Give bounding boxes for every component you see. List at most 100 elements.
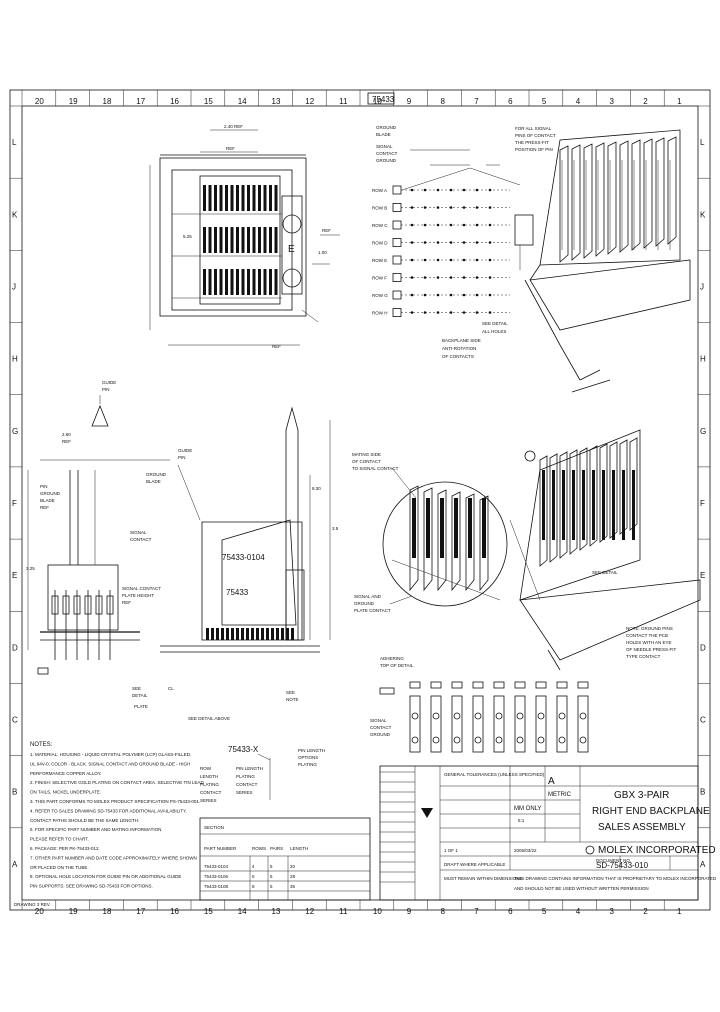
svg-text:PLATE HEIGHT: PLATE HEIGHT: [122, 593, 154, 598]
pn-table-cell: 20: [290, 864, 296, 869]
column-label: 2: [643, 907, 648, 916]
column-label: 15: [204, 907, 213, 916]
title-line-2: RIGHT END BACKPLANE: [592, 806, 710, 817]
svg-text:75433: 75433: [226, 588, 249, 597]
svg-text:5.25: 5.25: [183, 234, 192, 239]
note-line: 4. REFER TO SALES DRAWING SD-75433 FOR A…: [30, 808, 187, 813]
svg-text:1.00: 1.00: [318, 250, 327, 255]
confidential-2: AND SHOULD NOT BE USED WITHOUT WRITTEN P…: [514, 886, 649, 891]
svg-text:POSITION OF PIN: POSITION OF PIN: [515, 147, 553, 152]
row-label: J: [12, 282, 16, 291]
row-label: C: [700, 716, 706, 725]
column-label: 17: [136, 97, 145, 106]
detail-circle: MATING SIDE OF CONTACT TO SIGNAL CONTACT…: [352, 452, 508, 668]
svg-text:REF: REF: [272, 344, 281, 349]
column-label: 10: [373, 907, 382, 916]
pn-table-header: PART NUMBER: [204, 846, 237, 851]
column-label: 20: [35, 97, 44, 106]
pn-table-cell: 6: [252, 874, 255, 879]
column-label: 10: [373, 97, 382, 106]
svg-text:BLADE: BLADE: [146, 479, 161, 484]
svg-text:PIN: PIN: [178, 455, 186, 460]
svg-text:OF CONTACTS: OF CONTACTS: [442, 354, 474, 359]
svg-text:REF: REF: [322, 228, 331, 233]
svg-text:MATING SIDE: MATING SIDE: [352, 452, 381, 457]
svg-text:OF CONTACT: OF CONTACT: [352, 459, 381, 464]
column-label: 11: [339, 97, 348, 106]
svg-text:NOTE: NOTE: [286, 697, 299, 702]
svg-text:SEE: SEE: [286, 690, 295, 695]
svg-text:PLATE CONTACT: PLATE CONTACT: [354, 608, 391, 613]
pn-table-cell: 75433-0108: [204, 884, 229, 889]
svg-text:SIGNAL: SIGNAL: [130, 530, 147, 535]
note-line: 2. FINISH: SELECTIVE GOLD PLATING ON CON…: [30, 780, 204, 785]
svg-text:CL: CL: [168, 686, 174, 691]
column-label: 15: [204, 97, 213, 106]
pn-table-header: LENGTH: [290, 846, 308, 851]
svg-text:PIN: PIN: [102, 387, 110, 392]
note-line: UL 94V-0, COLOR - BLACK. SIGNAL CONTACT …: [30, 761, 190, 766]
svg-text:ROW: ROW: [200, 766, 212, 771]
column-label: 13: [272, 97, 281, 106]
guide-pin-callout: GUIDE PIN: [91, 380, 116, 427]
svg-text:GROUND: GROUND: [376, 158, 397, 163]
column-label: 7: [474, 907, 479, 916]
pn-table-cell: 8: [252, 884, 255, 889]
svg-text:PLATING: PLATING: [298, 762, 317, 767]
row-schematic-label: ROW E: [372, 258, 387, 263]
svg-text:CONTACT: CONTACT: [130, 537, 152, 542]
isometric-top: FOR ALL SIGNAL PINS OF CONTACT THE PRESS…: [515, 126, 691, 393]
column-label: 11: [339, 907, 348, 916]
svg-text:PIN LENGTH: PIN LENGTH: [236, 766, 263, 771]
column-label: 8: [441, 97, 446, 106]
svg-text:GROUND: GROUND: [370, 732, 391, 737]
note-line: 7. OTHER PART NUMBER AND DATE CODE APPRO…: [30, 855, 197, 860]
units-label: MM ONLY: [514, 806, 542, 812]
svg-text:REF: REF: [40, 505, 49, 510]
row-label: B: [12, 788, 17, 797]
row-label: H: [700, 355, 706, 364]
pn-table-cell: 28: [290, 874, 296, 879]
svg-text:SEE DETAIL: SEE DETAIL: [482, 321, 508, 326]
column-label: 18: [103, 97, 112, 106]
doc-label: DOCUMENT NO.: [596, 858, 631, 863]
column-label: 1: [677, 907, 682, 916]
pn-table-header: ROWS: [252, 846, 266, 851]
doc-number: SD-75433-010: [596, 861, 649, 870]
date-value: 2005/03/22: [514, 848, 537, 853]
row-label: D: [12, 643, 18, 652]
svg-text:REF: REF: [122, 600, 131, 605]
column-label: 1: [677, 97, 682, 106]
svg-text:SEE: SEE: [132, 686, 141, 691]
size-value: A: [548, 776, 555, 787]
svg-text:PLATING: PLATING: [236, 774, 255, 779]
row-label: B: [700, 788, 705, 797]
pn-table-cell: 5: [270, 874, 273, 879]
svg-text:OPTIONS: OPTIONS: [298, 755, 318, 760]
pn-table-cell: 5: [270, 864, 273, 869]
pn-table-cell: 5: [270, 884, 273, 889]
column-label: 13: [272, 907, 281, 916]
svg-text:BLADE: BLADE: [40, 498, 55, 503]
row-label: K: [12, 210, 18, 219]
row-label: J: [700, 282, 704, 291]
svg-text:75433-X: 75433-X: [228, 745, 259, 754]
metric-label: METRIC: [548, 792, 572, 798]
column-label: 6: [508, 907, 513, 916]
column-label: 3: [610, 907, 615, 916]
scale-value: 5:1: [518, 818, 525, 823]
notes-block: NOTES: 1. MATERIAL: HOUSING - LIQUID CRY…: [30, 742, 204, 889]
svg-text:NOTE: GROUND PINS: NOTE: GROUND PINS: [626, 626, 673, 631]
column-label: 19: [69, 97, 78, 106]
column-label: 6: [508, 97, 513, 106]
confidential-1: THIS DRAWING CONTAINS INFORMATION THAT I…: [514, 876, 717, 881]
row-label: A: [700, 860, 706, 869]
svg-text:SIGNAL: SIGNAL: [376, 144, 393, 149]
svg-text:SIGNAL AND: SIGNAL AND: [354, 594, 382, 599]
column-label: 14: [238, 907, 247, 916]
row-label: K: [700, 210, 706, 219]
row-label: G: [700, 427, 706, 436]
